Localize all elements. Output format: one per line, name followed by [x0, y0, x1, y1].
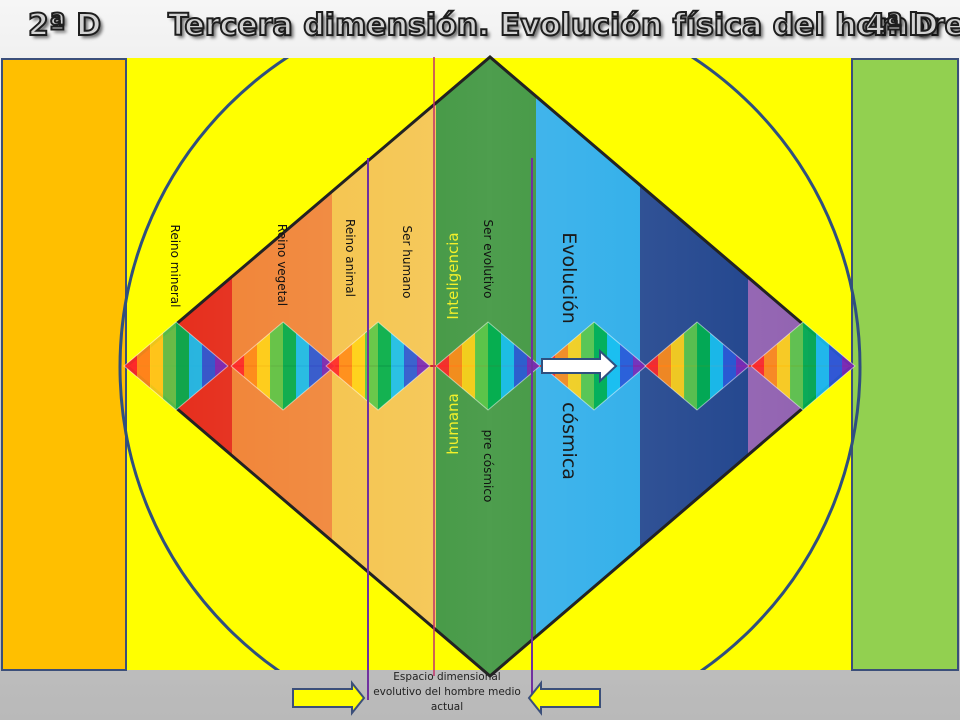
bottom-caption: Espacio dimensional evolutivo del hombre…	[373, 671, 521, 713]
label-reino-animal: Reino animal	[343, 219, 357, 297]
bottom-arrow-left	[292, 680, 366, 716]
label-pre-cosmico: pre cósmico	[481, 429, 495, 503]
label-cosmica: cósmica	[558, 402, 580, 480]
left-dimension-panel	[1, 58, 127, 671]
label-reino-vegetal: Reino vegetal	[275, 223, 289, 307]
left-dimension-title: 2ª D	[27, 7, 102, 44]
right-dimension-title: 4ª D	[864, 7, 939, 44]
right-dimension-panel	[851, 58, 959, 671]
label-reino-mineral: Reino mineral	[168, 224, 182, 308]
dimension-circle-outline	[118, 58, 862, 670]
label-ser-evolutivo: Ser evolutivo	[481, 219, 495, 299]
dimension-circle	[118, 58, 862, 670]
label-ser-humano: Ser humano	[400, 225, 414, 299]
label-evolucion: Evolución	[558, 232, 580, 324]
label-inteligencia: Inteligencia	[444, 232, 462, 320]
label-humana: humana	[444, 393, 462, 455]
bottom-arrow-right	[527, 680, 601, 716]
cosmic-evolution-arrow	[541, 348, 618, 384]
